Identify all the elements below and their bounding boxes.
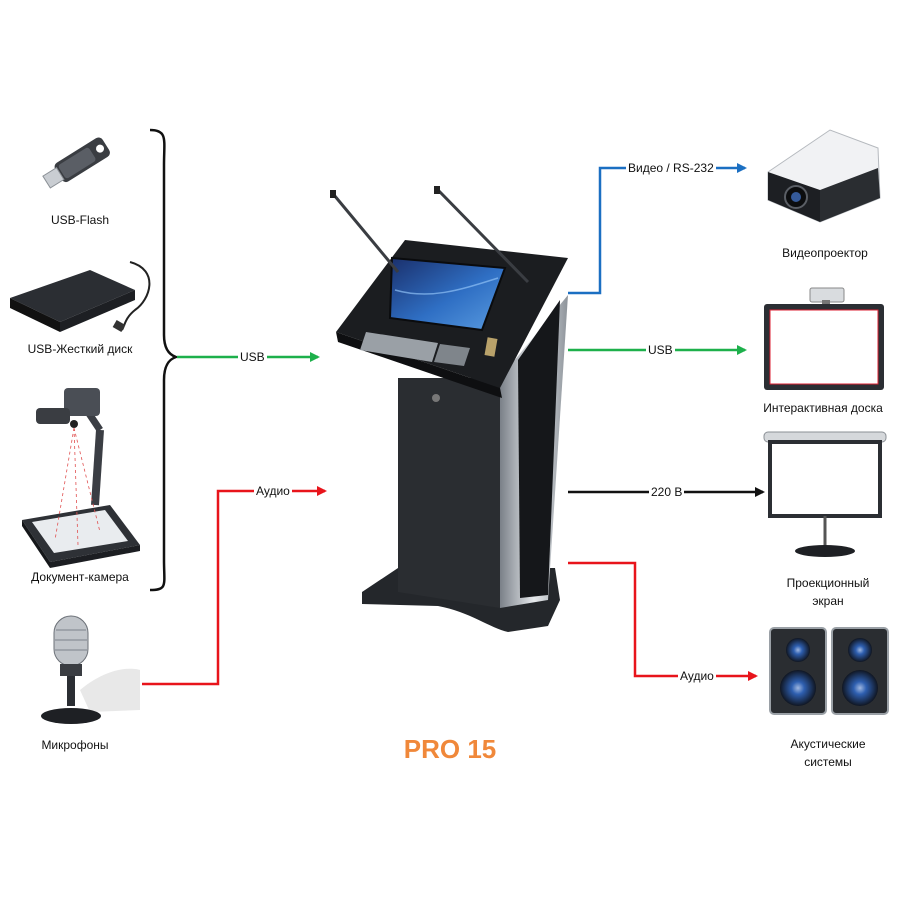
product-title: PRO 15 — [403, 734, 497, 764]
video-out-line — [568, 163, 747, 295]
speakers-icon — [769, 627, 889, 715]
audio-out-label: Аудио — [678, 669, 716, 683]
projection-screen-icon — [763, 431, 887, 557]
interactive-whiteboard-icon — [764, 287, 884, 390]
microphones-label: Микрофоны — [41, 738, 109, 752]
podium-image — [330, 186, 568, 632]
hard-drive-label: USB-Жесткий диск — [27, 342, 133, 356]
document-camera-icon — [22, 388, 140, 568]
speakers-label: Акустические системы — [790, 737, 866, 769]
usb-out-label: USB — [646, 343, 675, 357]
video-out-label: Видео / RS-232 — [626, 161, 716, 175]
projection-screen-label: Проекционный экран — [786, 576, 870, 608]
external-hard-drive-icon — [10, 261, 151, 332]
input-group-bracket — [149, 128, 180, 592]
audio-in-line — [142, 486, 327, 686]
usb-in-label: USB — [238, 350, 267, 364]
microphone-icon — [41, 615, 140, 724]
whiteboard-label: Интерактивная доска — [763, 401, 883, 415]
projector-label: Видеопроектор — [782, 246, 868, 260]
audio-out-line — [568, 561, 758, 681]
usb-flash-label: USB-Flash — [50, 213, 109, 227]
document-camera-label: Документ-камера — [31, 570, 129, 584]
power-out-label: 220 В — [649, 485, 685, 499]
projector-icon — [767, 129, 881, 223]
usb-flash-icon — [42, 137, 110, 189]
audio-in-label: Аудио — [254, 484, 292, 498]
